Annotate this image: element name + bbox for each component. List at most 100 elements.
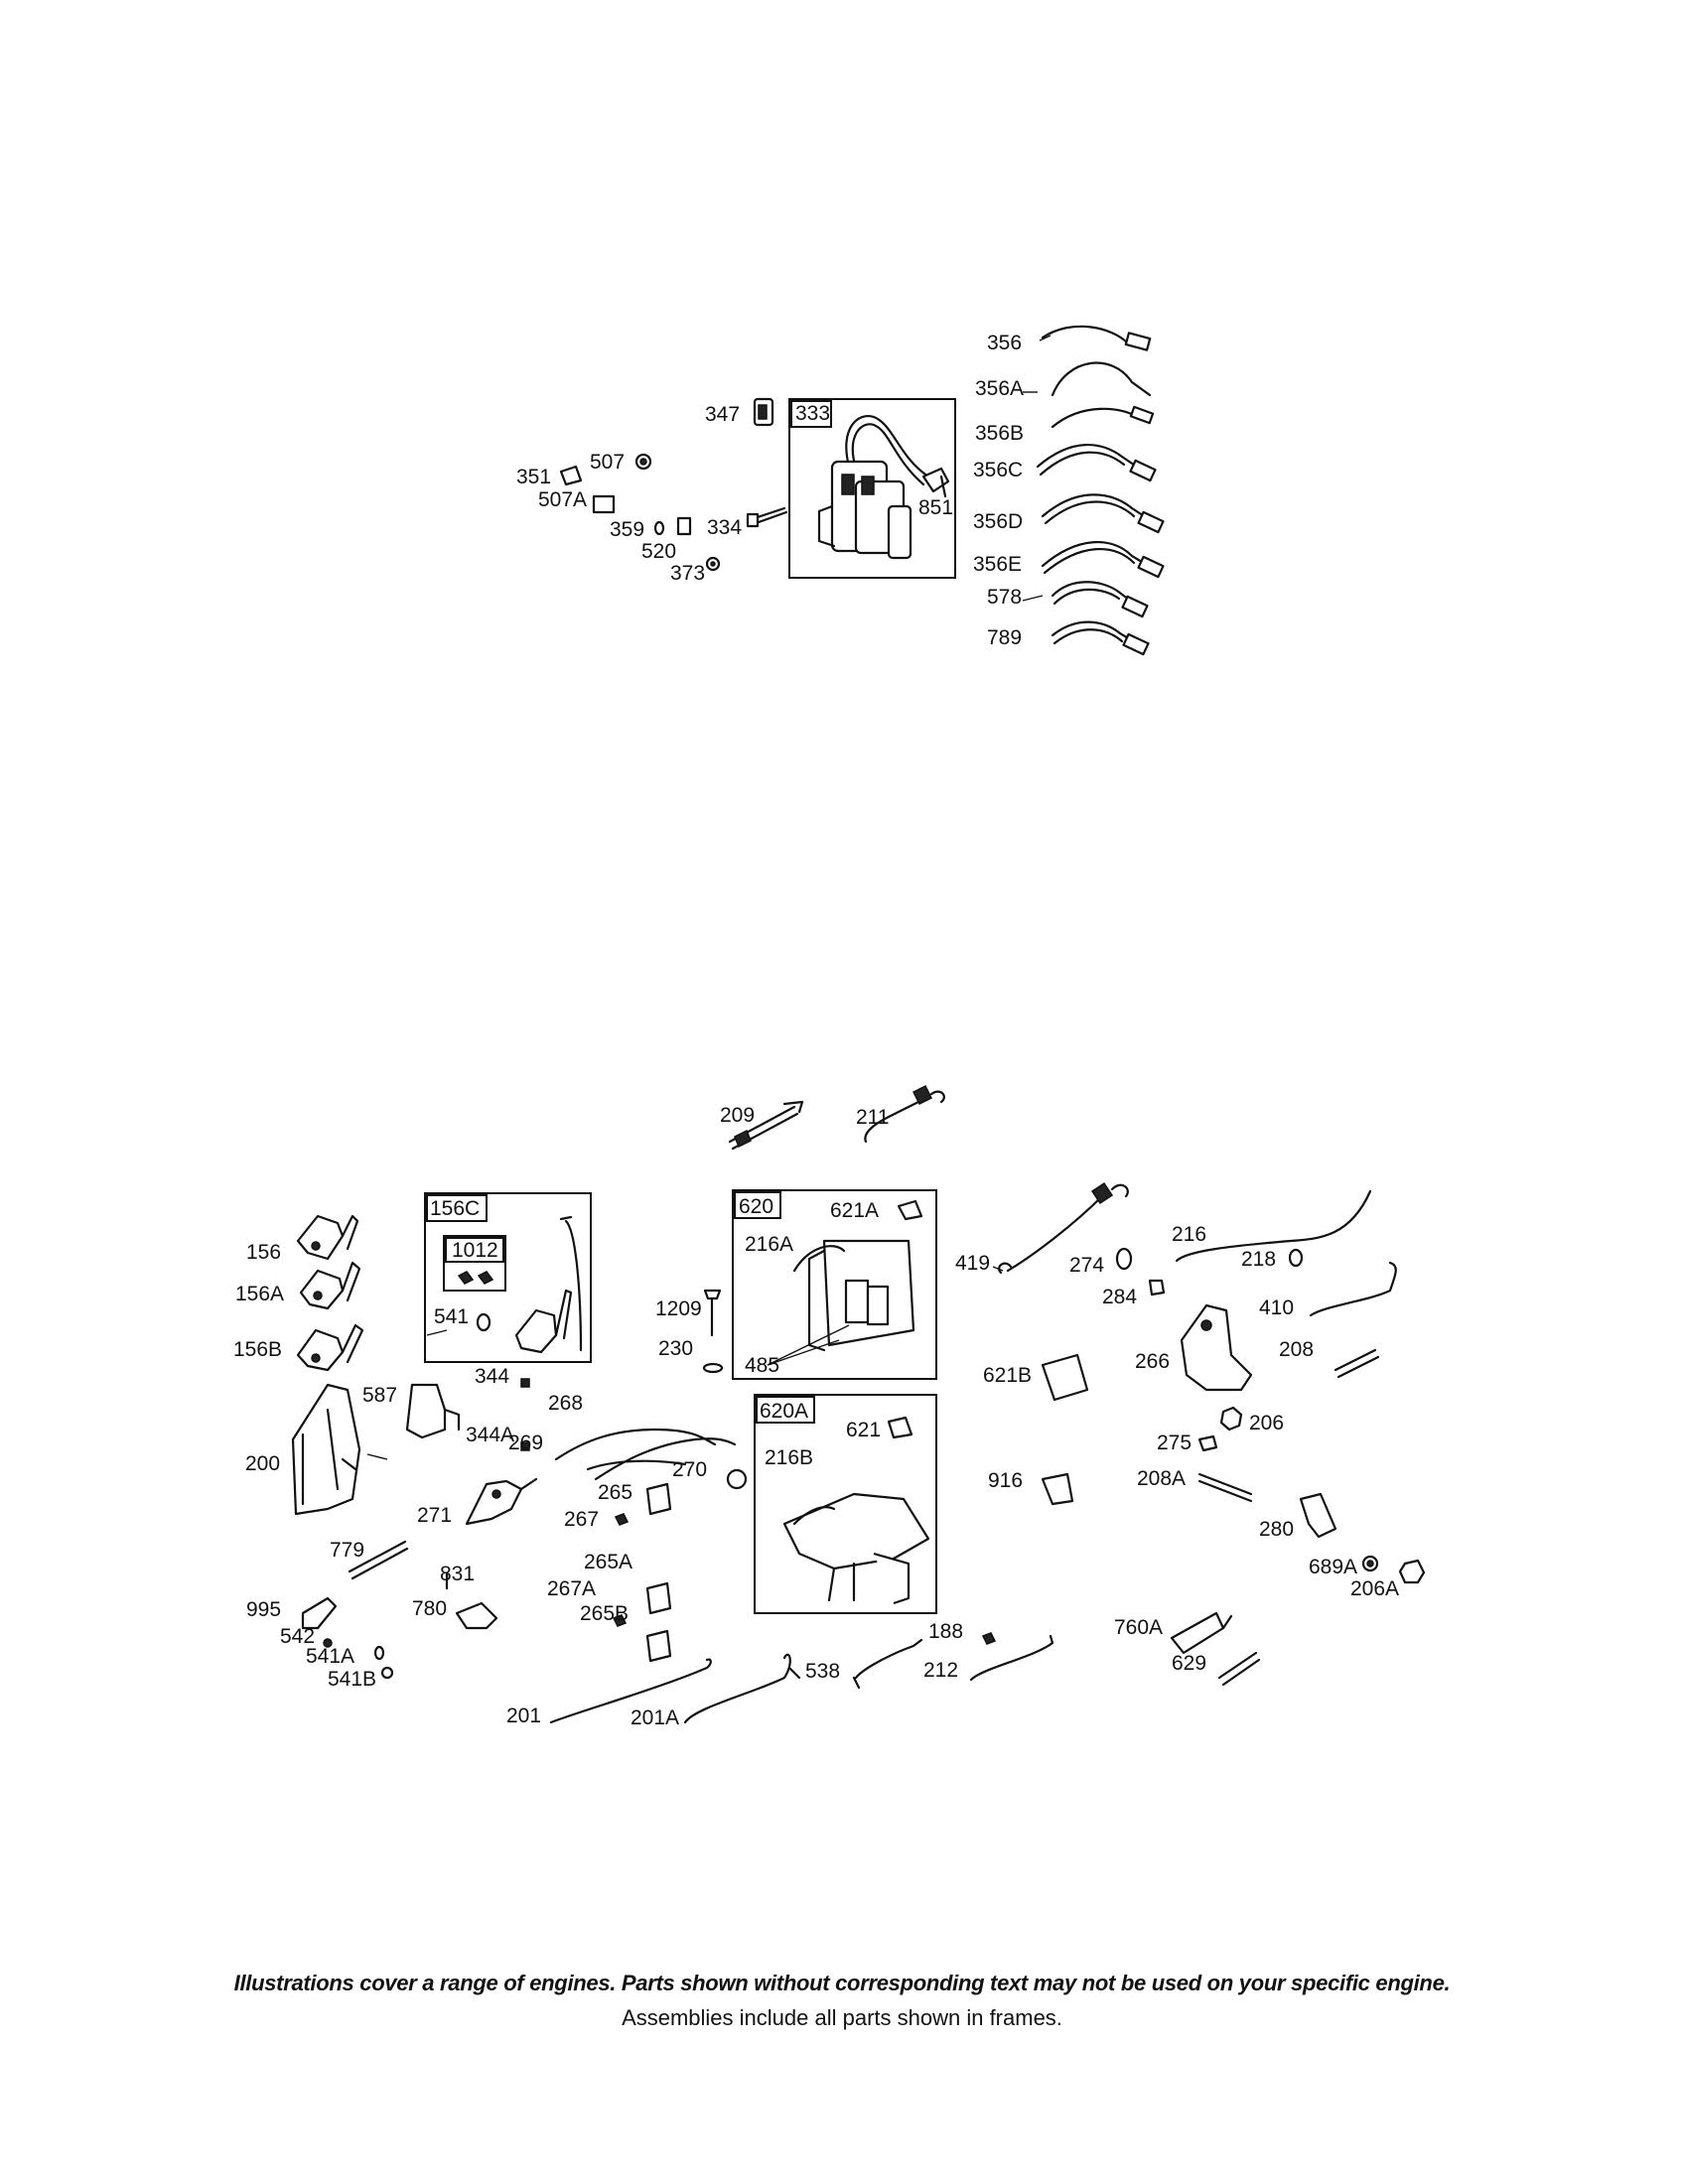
label-216a: 216A <box>745 1233 793 1256</box>
frame-620-parts <box>792 1199 923 1352</box>
label-270: 270 <box>672 1458 707 1481</box>
label-230: 230 <box>658 1337 693 1360</box>
label-265a: 265A <box>584 1551 632 1573</box>
label-274: 274 <box>1069 1254 1104 1277</box>
label-507: 507 <box>590 451 625 474</box>
bracket-587 <box>405 1378 530 1451</box>
parts-760a-538 <box>852 1611 1261 1690</box>
label-779: 779 <box>330 1539 364 1562</box>
label-188: 188 <box>928 1620 963 1643</box>
label-578: 578 <box>987 586 1022 609</box>
label-201a: 201A <box>631 1706 679 1729</box>
label-419: 419 <box>955 1252 990 1275</box>
label-916: 916 <box>988 1469 1023 1492</box>
frame-label-box-1012 <box>445 1237 504 1263</box>
frame-label-1012: 1012 <box>452 1239 498 1262</box>
frame-label-156c: 156C <box>430 1197 480 1220</box>
footer-assemblies-note: Assemblies include all parts shown in fr… <box>622 2005 1062 2030</box>
label-216b: 216B <box>765 1446 813 1469</box>
frame-label-333: 333 <box>795 402 830 425</box>
label-831: 831 <box>440 1563 475 1585</box>
nut-270 <box>726 1468 748 1490</box>
lever-271 <box>465 1477 538 1526</box>
rod-419 <box>998 1181 1129 1275</box>
label-780: 780 <box>412 1597 447 1620</box>
label-218: 218 <box>1241 1248 1276 1271</box>
frame-label-box-620 <box>734 1191 781 1219</box>
label-356e: 356E <box>973 553 1022 576</box>
label-200: 200 <box>245 1452 280 1475</box>
bracket-266 <box>1180 1303 1253 1452</box>
label-344: 344 <box>475 1365 509 1388</box>
parts-208a-206a <box>1197 1472 1426 1584</box>
label-269: 269 <box>508 1432 543 1454</box>
label-538: 538 <box>805 1660 840 1683</box>
label-206: 206 <box>1249 1412 1284 1434</box>
ground-wires <box>1036 325 1165 656</box>
label-541b: 541B <box>328 1668 376 1691</box>
label-789: 789 <box>987 626 1022 649</box>
label-410: 410 <box>1259 1297 1294 1319</box>
rods-201 <box>549 1653 801 1724</box>
label-995: 995 <box>246 1598 281 1621</box>
label-347: 347 <box>705 403 740 426</box>
label-267a: 267A <box>547 1577 596 1600</box>
spring-208 <box>1333 1348 1377 1372</box>
label-275: 275 <box>1157 1432 1192 1454</box>
frame-label-box-156c <box>426 1194 488 1222</box>
label-208: 208 <box>1279 1338 1314 1361</box>
label-851: 851 <box>918 496 953 519</box>
label-271: 271 <box>417 1504 452 1527</box>
label-268: 268 <box>548 1392 583 1415</box>
frame-333 <box>788 398 956 579</box>
cable-268-269 <box>554 1428 737 1481</box>
frame-label-box-620a <box>756 1396 815 1424</box>
springs-209-211 <box>728 1084 945 1151</box>
top-group: 356 356A 347 333 356B 356C 507 351 507A … <box>516 325 1165 656</box>
label-284: 284 <box>1102 1286 1137 1308</box>
frame-620 <box>732 1189 937 1380</box>
parts-779-995 <box>301 1540 498 1680</box>
frame-620a-parts <box>782 1416 930 1605</box>
label-542: 542 <box>280 1625 315 1648</box>
frame-156c-parts <box>457 1215 583 1354</box>
label-373: 373 <box>670 562 705 585</box>
label-359: 359 <box>610 518 644 541</box>
label-621b: 621B <box>983 1364 1032 1387</box>
footer-disclaimer: Illustrations cover a range of engines. … <box>233 1971 1451 1995</box>
panel-200 <box>291 1383 361 1516</box>
label-520: 520 <box>641 540 676 563</box>
label-265b: 265B <box>580 1602 629 1625</box>
label-208a: 208A <box>1137 1467 1186 1490</box>
label-1209: 1209 <box>655 1297 702 1320</box>
label-621: 621 <box>846 1419 881 1441</box>
top-small-hardware <box>559 453 788 572</box>
hardware-274-218 <box>1115 1247 1304 1297</box>
label-156a: 156A <box>235 1283 284 1305</box>
label-356c: 356C <box>973 459 1023 481</box>
label-280: 280 <box>1259 1518 1294 1541</box>
label-356b: 356B <box>975 422 1024 445</box>
frame-156c <box>424 1192 592 1363</box>
label-621a: 621A <box>830 1199 879 1222</box>
label-265: 265 <box>598 1481 632 1504</box>
label-507a: 507A <box>538 488 587 511</box>
frame-label-620a: 620A <box>760 1400 808 1423</box>
bottom-group: 209 211 156C 620 621A 1012 216 156 216A … <box>233 1084 1426 1729</box>
label-201: 201 <box>506 1705 541 1727</box>
label-356a: 356A <box>975 377 1024 400</box>
part-916 <box>1041 1472 1074 1506</box>
label-334: 334 <box>707 516 742 539</box>
label-344a: 344A <box>466 1424 514 1446</box>
label-760a: 760A <box>1114 1616 1163 1639</box>
frame-620a <box>754 1394 937 1614</box>
label-356: 356 <box>987 332 1022 354</box>
label-212: 212 <box>923 1659 958 1682</box>
label-266: 266 <box>1135 1350 1170 1373</box>
label-209: 209 <box>720 1104 755 1127</box>
label-356d: 356D <box>973 510 1023 533</box>
label-156: 156 <box>246 1241 281 1264</box>
part-621b <box>1041 1353 1089 1402</box>
label-485: 485 <box>745 1354 779 1377</box>
